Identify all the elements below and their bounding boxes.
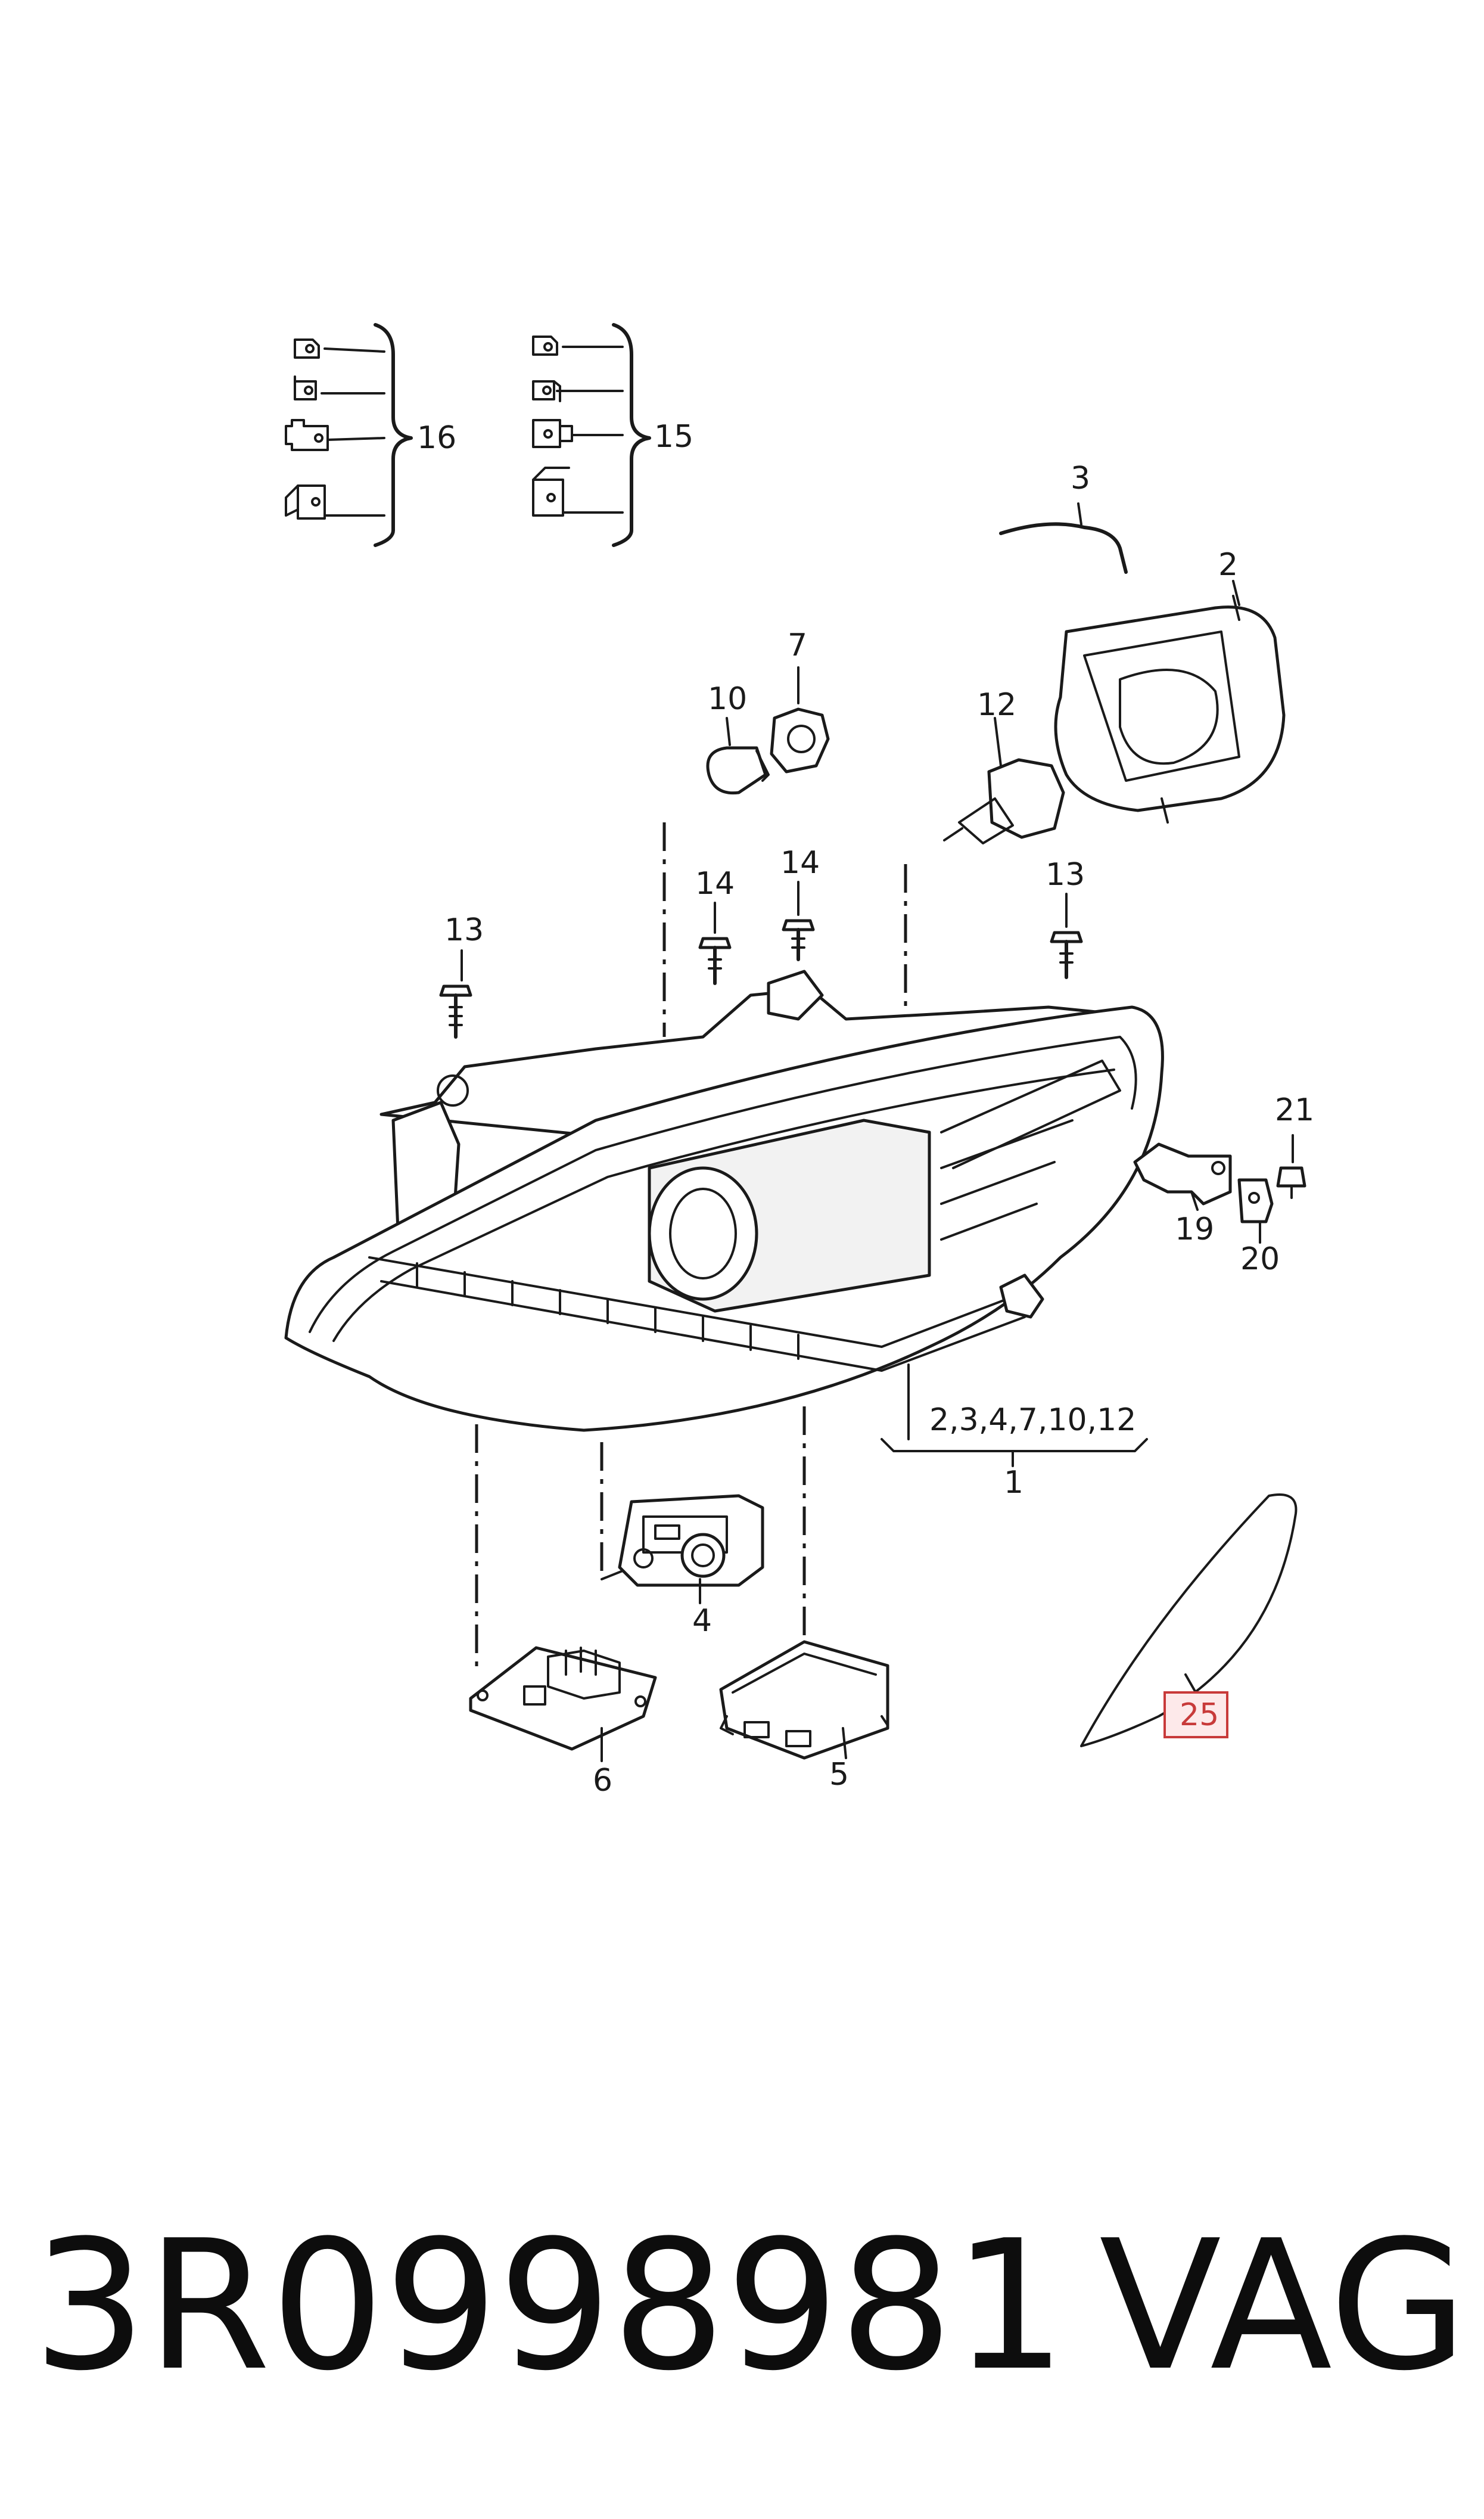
brand-name: VAG [1099,2202,1468,2410]
headlamp-assembly-part-1 [284,822,1164,1440]
callout-1: 1 [1004,1465,1023,1501]
bulb-part-10 [706,717,770,795]
bulb-socket-part-7 [770,666,830,774]
clip-part-20 [1237,1178,1274,1244]
screw-part-14-right [782,881,815,961]
callout-3: 3 [1071,461,1090,496]
protective-film-part-25 [1080,1493,1298,1747]
footer-caption: 3R0998981 VAG [33,2202,1467,2410]
screw-part-13-left [439,949,472,1039]
ballast-part-5 [719,1406,889,1760]
callout-group-label: 2,3,4,7,10,12 [929,1402,1136,1438]
housing-cover-part-2 [1054,595,1286,824]
callout-13-right: 13 [1046,857,1085,893]
bracket-set-16 [285,323,413,547]
bracket-part-19 [1133,1142,1232,1211]
igniter-part-4 [600,1442,764,1604]
callout-16: 16 [417,420,456,456]
callout-13-left: 13 [444,912,484,948]
callout-10: 10 [708,681,747,717]
callout-19: 19 [1175,1212,1214,1247]
group-bracket-1 [881,1438,1148,1452]
callout-12: 12 [977,687,1016,723]
callout-14-left: 14 [695,866,735,902]
callout-15: 15 [654,419,693,455]
callout-6: 6 [593,1763,612,1799]
callout-2: 2 [1218,547,1238,583]
callout-7: 7 [788,628,807,663]
screw-part-21 [1276,1134,1306,1199]
callout-21: 21 [1275,1092,1314,1128]
callout-5: 5 [829,1757,849,1793]
highlight-box-25 [1163,1691,1228,1738]
screw-part-13-right [1050,893,1083,979]
callout-4: 4 [692,1603,712,1639]
seal-cord-part-3 [999,522,1128,574]
screw-part-14-left [698,902,732,985]
xenon-bulb-part-12 [943,717,1065,844]
control-module-part-6 [469,1424,657,1762]
callout-20: 20 [1240,1241,1280,1277]
callout-14-right: 14 [780,845,820,881]
bracket-set-15 [532,323,651,547]
part-number: 3R0998981 [33,2202,1067,2410]
callout-25: 25 [1180,1697,1219,1733]
